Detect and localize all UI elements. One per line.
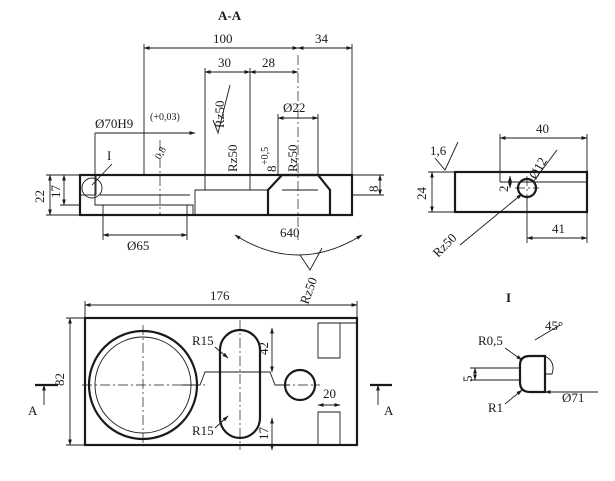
section-title: A-A xyxy=(218,8,242,23)
detail-view-i: I R0,5 45° 5 R1 Ø71 xyxy=(460,290,598,415)
dim-42: 42 xyxy=(256,342,271,355)
dim-20: 20 xyxy=(323,386,336,401)
dim-r1: R1 xyxy=(488,400,503,415)
roughness-16: 1,6 xyxy=(430,143,447,158)
roughness-rz50-bore: Rz50 xyxy=(225,145,240,172)
plan-slot xyxy=(218,328,262,440)
section-hatch-right xyxy=(194,174,353,216)
roughness-rz50-top: Rz50 xyxy=(212,101,227,128)
dim-100: 100 xyxy=(213,31,233,46)
section-marker-left: A xyxy=(28,403,38,418)
side-body-outline xyxy=(453,170,589,214)
dim-8: 8 xyxy=(366,186,381,193)
dim-82: 82 xyxy=(52,373,67,386)
dim-41: 41 xyxy=(552,221,565,236)
dim-2: 2 xyxy=(496,186,511,193)
roughness-rz50-bottom: Rz50 xyxy=(297,275,320,306)
dim-dia12: Ø12 xyxy=(526,155,550,182)
dim-30: 30 xyxy=(218,55,231,70)
dim-28: 28 xyxy=(262,55,275,70)
roughness-rz50-side: Rz50 xyxy=(430,230,460,260)
dim-dia65: Ø65 xyxy=(127,238,149,253)
side-view: 40 1,6 24 2 Ø12 Rz50 41 xyxy=(414,121,589,260)
dim-34: 34 xyxy=(315,31,329,46)
section-view-a-a: A-A 100 34 30 28 Rz50 xyxy=(32,8,384,306)
dim-17: 17 xyxy=(48,185,63,199)
roughness-rz50-hole: Rz50 xyxy=(285,145,300,172)
dim-fit-tolerance: (+0,03) xyxy=(150,112,180,123)
dim-fit-dia70: Ø70H9 xyxy=(95,116,133,131)
dim-24: 24 xyxy=(414,187,429,201)
dim-r05: R0,5 xyxy=(478,333,503,348)
dim-dia22: Ø22 xyxy=(283,100,305,115)
plan-body-outline xyxy=(83,316,359,447)
dim-640: 640 xyxy=(280,225,300,240)
plan-pocket-top xyxy=(317,322,357,359)
detail-title: I xyxy=(506,290,511,305)
dim-dia71: Ø71 xyxy=(562,390,584,405)
section-marker-right: A xyxy=(384,403,394,418)
plan-view: 176 82 R15 R15 42 17 20 A A xyxy=(28,288,394,451)
dim-chamfer-08: 0,8 xyxy=(153,145,169,161)
dim-r15-top: R15 xyxy=(192,333,214,348)
dim-45deg: 45° xyxy=(545,318,563,333)
dim-22: 22 xyxy=(32,190,47,203)
dim-176: 176 xyxy=(210,288,230,303)
section-hatch-left xyxy=(79,174,97,196)
dim-r15-bottom: R15 xyxy=(192,423,214,438)
plan-pocket-bottom xyxy=(317,411,341,445)
dim-40: 40 xyxy=(536,121,549,136)
dim-8-tol-sup: +0,5 xyxy=(260,147,271,165)
countersink-hole xyxy=(266,173,332,215)
dim-8-tol: 8 xyxy=(264,166,279,173)
dim-5: 5 xyxy=(460,376,475,383)
dim-17b: 17 xyxy=(256,427,271,441)
detail-marker-i: I xyxy=(107,148,111,163)
detail-profile xyxy=(518,354,547,394)
